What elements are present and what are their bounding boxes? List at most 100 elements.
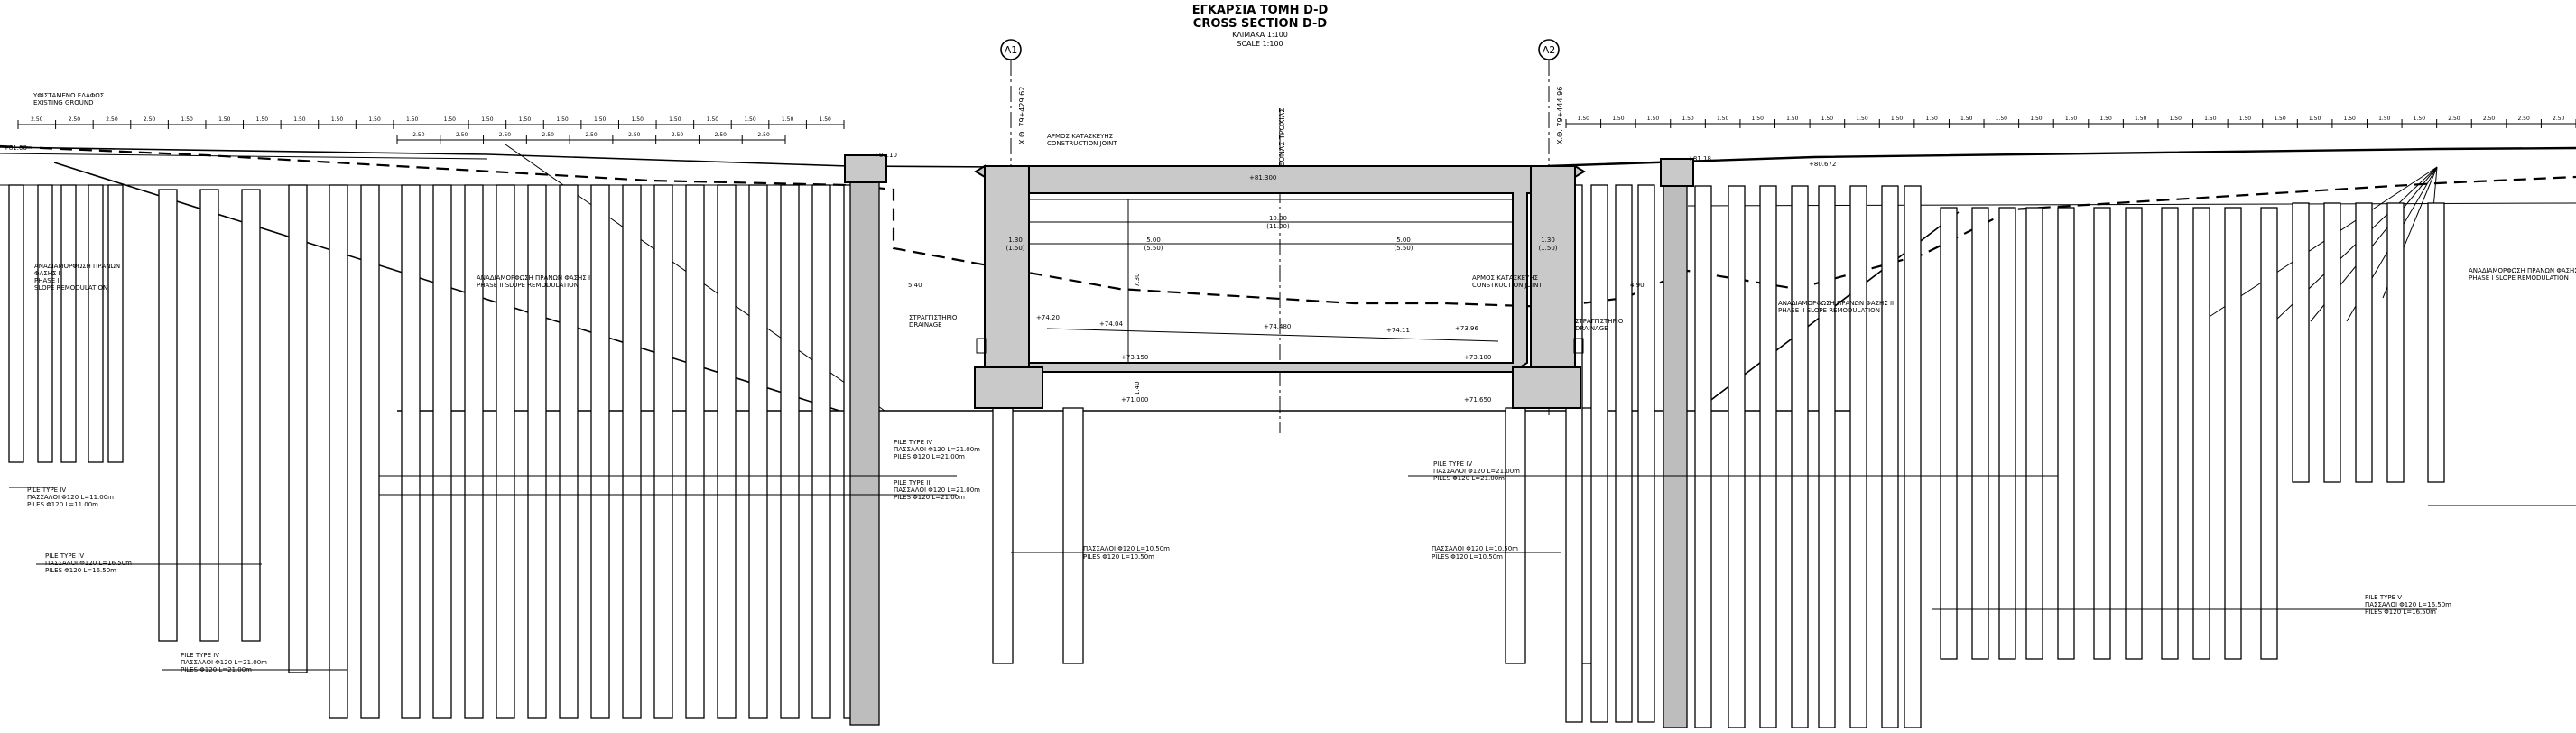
pile	[2224, 207, 2242, 660]
wall-right: 1.30	[1541, 237, 1555, 244]
joint-left-en: CONSTRUCTION JOINT	[1047, 140, 1117, 147]
scale-greek: ΚΛΙΜΑΚΑ 1:100	[1232, 31, 1288, 39]
span-main: 10.00	[1269, 215, 1287, 222]
pile-right-v-en: ΠΑΣΣΑΛΟΙ Φ120 L=16.50m	[2365, 601, 2451, 608]
joint-left-gr: ΑΡΜΟΣ ΚΑΤΑΣΚΕΥΗΣ	[1047, 133, 1113, 140]
dimension-label: 2.50	[2553, 116, 2565, 122]
dimension-label: 1.50	[2204, 116, 2217, 122]
title-block: ΕΓΚΑΡΣΙΑ ΤΟΜΗ D-D CROSS SECTION D-D ΚΛΙΜ…	[1192, 4, 1329, 48]
pile-right-a-en: ΠΑΣΣΑΛΟΙ Φ120 L=21.00m	[1433, 468, 1520, 475]
axis-a2-chainage: Χ.Θ. 79+444.96	[1556, 87, 1564, 144]
dimension-label: 1.50	[2170, 116, 2182, 122]
pile-type4-a-en: ΠΑΣΣΑΛΟΙ Φ120 L=11.00m	[27, 494, 114, 501]
left-wall	[984, 165, 1030, 373]
pile	[1663, 185, 1688, 728]
dimension-label: 1.50	[1682, 116, 1694, 122]
pile	[992, 407, 1014, 664]
pile-right-v-gr: PILE TYPE V	[2365, 594, 2402, 601]
road-surface-left	[0, 153, 488, 160]
pile	[1818, 185, 1836, 728]
level-5: +73.96	[1455, 325, 1478, 332]
pile-type4-b-en2: PILES Φ120 L=16.50m	[45, 567, 116, 574]
pile	[2260, 207, 2278, 660]
dimension-label: 2.50	[144, 116, 156, 123]
existing-ground-left	[0, 146, 1003, 168]
pile	[107, 184, 124, 463]
pile	[780, 184, 800, 719]
pile-type2-en: ΠΑΣΣΑΛΟΙ Φ120 L=21.00m	[894, 487, 980, 494]
dimension-label: 1.50	[1578, 116, 1590, 122]
dimension-label: 1.50	[632, 116, 644, 123]
inner-right: 5.00	[1396, 237, 1411, 244]
title-english: CROSS SECTION D-D	[1193, 17, 1328, 31]
level-left-2: +81.10	[874, 152, 897, 159]
excavation-line	[0, 144, 2576, 309]
existing-ground-gr: ΥΦΙΣΤΑΜΕΝΟ ΕΔΑΦΟΣ	[32, 92, 104, 99]
right-footing	[1512, 366, 1581, 409]
dimension-label: 1.50	[820, 116, 832, 123]
piles-center-right-en: PILES Φ120 L=10.50m	[1432, 553, 1503, 561]
level-1: +74.20	[1036, 314, 1060, 321]
base-thickness: 1.40	[1134, 381, 1141, 395]
dimension-label: 2.50	[2517, 116, 2530, 122]
pile	[590, 184, 610, 719]
pile-type4-b-gr: PILE TYPE IV	[45, 552, 84, 560]
pile	[401, 184, 421, 719]
pile-wall-group	[8, 181, 2445, 728]
pile	[2427, 202, 2445, 483]
span-main-sub: (11.00)	[1266, 223, 1290, 230]
pile	[464, 184, 484, 719]
pile-right-a-gr: PILE TYPE IV	[1433, 460, 1472, 468]
axis-road-label: ΑΞΟΝΑΣ ΤΡΟΧΙΑΣ	[1278, 108, 1286, 172]
pile	[527, 184, 547, 719]
pile	[2192, 207, 2210, 660]
pile-type4-d-en: ΠΑΣΣΑΛΟΙ Φ120 L=21.00m	[894, 446, 980, 453]
pile	[60, 184, 77, 463]
slope-temp-gr: ΑΝΑΔΙΑΜΟΡΦΩΣΗ ΠΡΑΝΩΝ ΦΑΣΗΣ ΙΙ	[477, 274, 592, 282]
pile-right-a-en2: PILES Φ120 L=21.00m	[1433, 475, 1505, 482]
inner-right-sub: (5.50)	[1394, 245, 1413, 252]
pile	[88, 184, 104, 463]
pile	[241, 189, 261, 642]
invert-line	[1046, 328, 1499, 342]
pile	[748, 184, 768, 719]
dimension-label: 1.50	[1856, 116, 1868, 122]
dimension-label: 1.50	[1960, 116, 1973, 122]
pile	[1791, 185, 1809, 728]
slope-left-en2: SLOPE REMODULATION	[34, 284, 107, 292]
pile	[1759, 185, 1777, 728]
dimension-label: 1.50	[2414, 116, 2426, 122]
pile-type4-c-en2: PILES Φ120 L=21.00m	[181, 666, 252, 673]
dimension-label: 2.50	[412, 132, 425, 138]
dimension-label: 2.50	[2483, 116, 2496, 122]
dimension-label: 2.50	[672, 132, 684, 138]
dimension-label: 1.50	[2309, 116, 2321, 122]
dimension-label: 1.50	[181, 116, 193, 123]
level-4: +74.11	[1386, 327, 1410, 334]
dimension-label: 1.50	[744, 116, 756, 123]
left-joint	[974, 164, 986, 179]
pile	[717, 184, 737, 719]
slope-far-gr: ΑΝΑΔΙΑΜΟΡΦΩΣΗ ΠΡΑΝΩΝ ΦΑΣΗΣ Ι	[2469, 267, 2576, 274]
annotations: ΥΦΙΣΤΑΜΕΝΟ ΕΔΑΦΟΣ EXISTING GROUND +81.00…	[4, 92, 2576, 404]
dimension-label: 2.50	[31, 116, 43, 123]
dimension-label: 1.50	[707, 116, 719, 123]
drainage-right-gr: ΣΤΡΑΓΓΙΣΤΗΡΙΟ	[1575, 318, 1624, 325]
dimension-label: 1.50	[406, 116, 419, 123]
pile-type2-en2: PILES Φ120 L=21.00m	[894, 494, 965, 501]
box-structure	[844, 154, 1694, 409]
level-8: +71.000	[1121, 396, 1148, 404]
pile	[622, 184, 642, 719]
dimension-label: 1.50	[331, 116, 344, 123]
dimension-label: 2.50	[585, 132, 598, 138]
level-2: +74.04	[1099, 320, 1123, 328]
dimension-label: 1.50	[1752, 116, 1765, 122]
existing-ground-en: EXISTING GROUND	[33, 99, 94, 107]
slope-right-en: PHASE II SLOPE REMODULATION	[1778, 307, 1880, 314]
axis-a1-chainage: Χ.Θ. 79+429.62	[1018, 87, 1026, 144]
dimension-label: 2.50	[69, 116, 81, 123]
joint-right-gr: ΑΡΜΟΣ ΚΑΤΑΣΚΕΥΗΣ	[1472, 274, 1538, 282]
